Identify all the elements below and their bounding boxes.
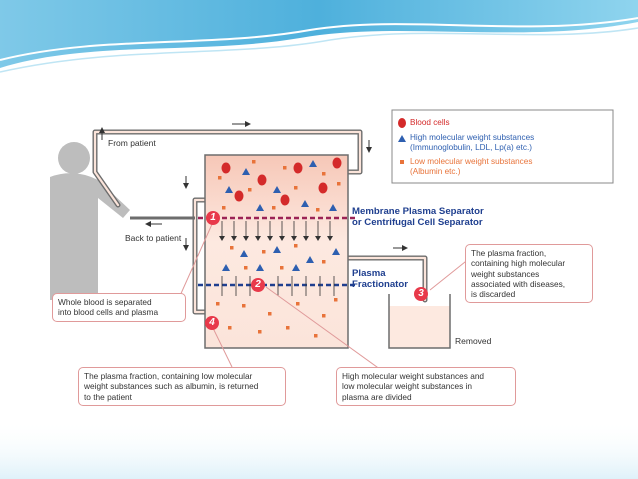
removed-label: Removed xyxy=(455,336,492,346)
callout-step-3: The plasma fraction, containing high mol… xyxy=(465,244,593,304)
legend-blood-cell-swatch xyxy=(398,118,406,128)
removed-container xyxy=(388,294,451,349)
callout-step-2: High molecular weight substances and low… xyxy=(336,367,516,406)
callout-step-1: Whole blood is separated into blood cell… xyxy=(52,293,186,322)
patient-silhouette xyxy=(50,142,130,300)
legend-low-mw: Low molecular weight substances (Albumin… xyxy=(410,157,533,176)
step-1-marker: 1 xyxy=(206,211,220,225)
from-patient-label: From patient xyxy=(108,138,156,148)
fractionator-arrows xyxy=(221,276,335,296)
blood-cells xyxy=(221,157,342,206)
top-wave-decoration xyxy=(0,0,638,73)
plasma-fractionator-label: Plasma Fractionator xyxy=(352,268,408,290)
callout-step-4: The plasma fraction, containing low mole… xyxy=(78,367,286,406)
step-2-marker: 2 xyxy=(251,278,265,292)
leader-lines xyxy=(178,221,471,376)
step-3-marker: 3 xyxy=(414,287,428,301)
membrane-separator-label: Membrane Plasma Separator or Centrifugal… xyxy=(352,206,484,228)
tubing xyxy=(92,129,428,315)
legend-blood-cells: Blood cells xyxy=(410,118,450,127)
legend-low-mw-swatch xyxy=(400,160,404,164)
membrane-arrowheads xyxy=(219,236,333,241)
flow-arrows xyxy=(99,121,408,251)
back-to-patient-label: Back to patient xyxy=(125,233,182,243)
step-4-marker: 4 xyxy=(205,316,219,330)
bottom-fade xyxy=(0,420,638,479)
legend-box xyxy=(391,109,614,184)
legend-high-mw-swatch xyxy=(398,135,406,142)
legend-high-mw: High molecular weight substances (Immuno… xyxy=(410,133,535,152)
membrane-arrows xyxy=(221,221,331,236)
low-mw-particles xyxy=(216,160,341,338)
